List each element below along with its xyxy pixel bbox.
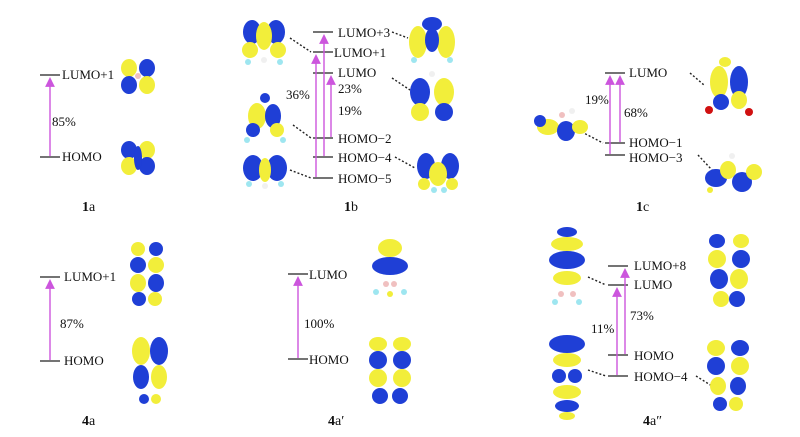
level-label: HOMO−2	[338, 131, 392, 146]
level-label: LUMO	[634, 277, 672, 292]
orbital-image	[549, 227, 585, 305]
connector-dotted	[289, 37, 312, 53]
panel-1c: LUMO HOMO−1 HOMO−3 19% 68% 1c	[534, 57, 762, 215]
transition-percent: 87%	[60, 316, 84, 331]
panel-caption: 4a′	[328, 414, 344, 429]
panel-4a-double-prime: LUMO+8 LUMO HOMO HOMO−4 11% 73%	[549, 227, 750, 429]
level-label: LUMO+3	[338, 25, 390, 40]
orbital-image	[410, 71, 454, 121]
level-label: HOMO	[634, 348, 674, 363]
level-label: HOMO−5	[338, 171, 392, 186]
transition-percent: 36%	[286, 87, 310, 102]
level-label: LUMO+1	[62, 67, 114, 82]
level-label: LUMO	[309, 267, 347, 282]
transition-percent: 11%	[591, 321, 615, 336]
orbital-image	[549, 335, 585, 420]
orbital-image	[705, 153, 762, 193]
orbital-image	[130, 242, 164, 306]
connector-dotted	[587, 369, 607, 377]
connector-dotted	[695, 375, 713, 387]
transition-percent: 19%	[338, 103, 362, 118]
orbital-image	[121, 59, 155, 94]
connector-dotted	[394, 156, 416, 169]
level-label: HOMO−4	[338, 150, 392, 165]
orbital-image	[372, 239, 408, 297]
level-label: LUMO+1	[64, 269, 116, 284]
connector-dotted	[587, 276, 607, 286]
level-label: LUMO+8	[634, 258, 686, 273]
orbital-image	[707, 340, 749, 411]
orbital-image	[417, 153, 459, 193]
orbital-image	[242, 20, 286, 65]
connector-dotted	[391, 77, 411, 91]
panel-4a-prime: LUMO HOMO 100% 4a′	[288, 239, 411, 429]
level-label: HOMO	[62, 149, 102, 164]
orbital-image	[243, 155, 287, 189]
transition-percent: 19%	[585, 92, 609, 107]
transition-percent: 23%	[338, 81, 362, 96]
panel-1b: LUMO+3 LUMO+1 LUMO HOMO−2 HOMO−4 HOMO−5 …	[242, 17, 459, 215]
level-label: HOMO	[309, 352, 349, 367]
orbital-image	[534, 108, 588, 141]
orbital-image	[132, 337, 168, 404]
panel-caption: 4a″	[643, 414, 662, 429]
orbital-image	[244, 93, 286, 143]
level-label: HOMO−3	[629, 150, 683, 165]
panel-caption: 1b	[344, 200, 358, 215]
orbital-image	[705, 57, 753, 116]
orbital-image	[409, 17, 455, 63]
connector-dotted	[689, 72, 705, 86]
transition-percent: 85%	[52, 114, 76, 129]
level-label: HOMO−1	[629, 135, 683, 150]
orbital-image	[369, 337, 411, 404]
panel-caption: 1a	[82, 200, 96, 215]
connector-dotted	[292, 124, 312, 139]
orbital-image	[121, 141, 155, 175]
connector-dotted	[697, 154, 713, 171]
panel-1a: LUMO+1 HOMO 85% 1a	[40, 59, 155, 215]
transition-percent: 73%	[630, 308, 654, 323]
connector-dotted	[289, 169, 312, 179]
panel-caption: 1c	[636, 200, 649, 215]
level-label: LUMO+1	[334, 45, 386, 60]
transition-percent: 68%	[624, 105, 648, 120]
level-label: LUMO	[338, 65, 376, 80]
panel-4a: LUMO+1 HOMO 87% 4a	[40, 242, 168, 429]
orbital-image	[708, 234, 750, 307]
transition-percent: 100%	[304, 316, 335, 331]
panel-caption: 4a	[82, 414, 96, 429]
level-label: HOMO−4	[634, 369, 688, 384]
level-label: LUMO	[629, 65, 667, 80]
level-label: HOMO	[64, 353, 104, 368]
connector-dotted	[391, 31, 409, 39]
